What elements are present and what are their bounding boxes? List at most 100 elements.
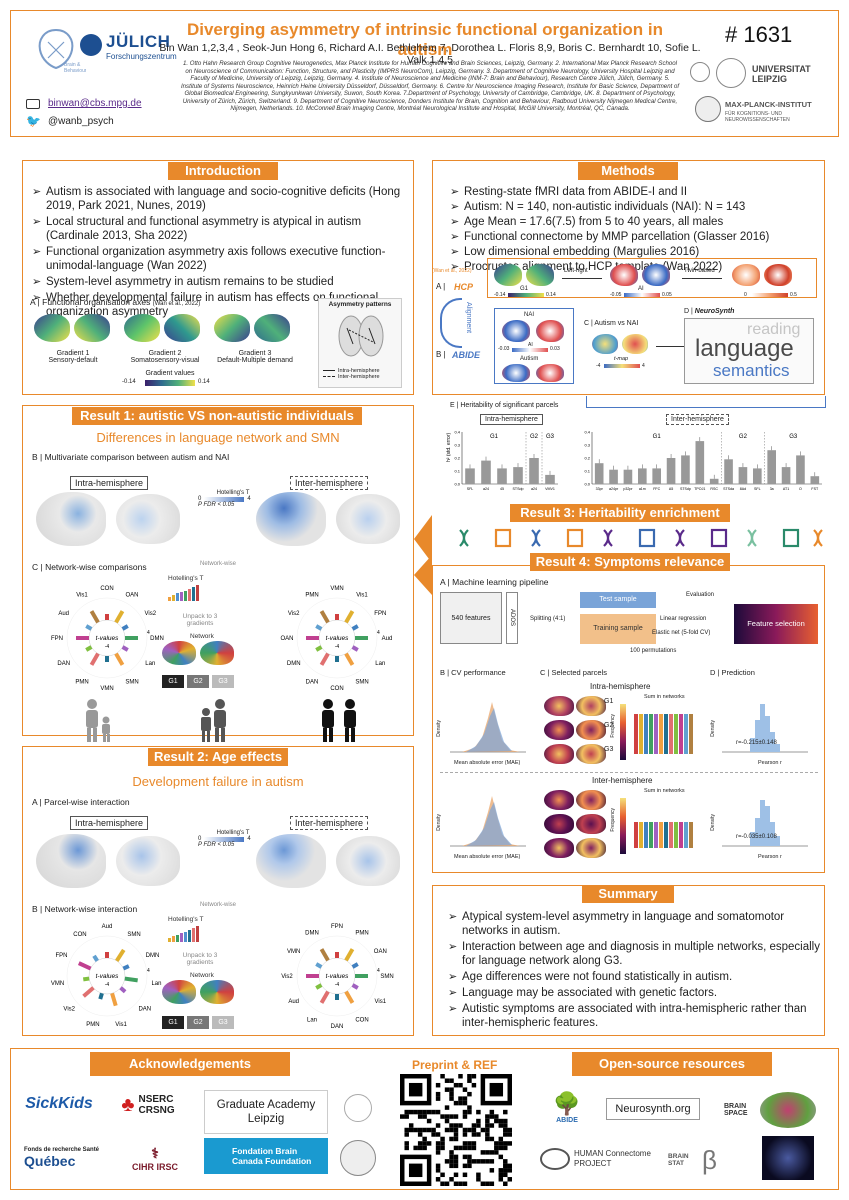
qr-module [417, 1132, 423, 1137]
methods-abide: ABIDE [452, 350, 481, 360]
r2-left-spoke [92, 954, 99, 962]
r4-g3-intra: G3 [604, 746, 614, 753]
qr-module [471, 1074, 477, 1079]
r2-network-label: Network [190, 972, 214, 979]
herit-intra-group-label: G3 [546, 434, 555, 440]
r1-left-net-label: FPN [51, 636, 63, 642]
r4-pred-hist-inter [722, 800, 808, 847]
r1-right-net-label: FPN [374, 611, 386, 617]
r2-right-net-label: Lan [307, 1017, 317, 1023]
r4-g1-intra: G1 [604, 698, 614, 705]
r4-parcels-intra: G1 G2 G3 [544, 694, 614, 770]
r1-left-spoke [114, 610, 125, 624]
r4-pearson-inter: Pearson r [758, 854, 782, 860]
qr-module [440, 1181, 445, 1186]
qr-module [453, 1136, 459, 1142]
qr-module [444, 1087, 450, 1092]
qr-module [489, 1181, 495, 1186]
r2-cb-max: 4 [247, 836, 251, 842]
herit-inter-bar [623, 469, 633, 484]
qr-module [422, 1136, 427, 1142]
gradient3-label: Gradient 3 Default-Multiple demand [210, 350, 300, 364]
herit-inter-xtick: O [799, 487, 802, 491]
r2-left-spoke [124, 976, 138, 983]
gradient1-title: Gradient 1 [56, 350, 90, 357]
email-row[interactable]: binwan@cbs.mpg.de [26, 98, 142, 109]
qr-module [404, 1109, 409, 1115]
r1-right-net-label: Lan [375, 661, 385, 667]
twitter-row[interactable]: 🐦 @wanb_psych [26, 115, 114, 127]
r1-inter-tag: Inter-hemisphere [290, 476, 369, 490]
legend-inter: Inter-hemisphere [338, 374, 380, 380]
qr-module [471, 1082, 477, 1088]
qr-module [462, 1087, 468, 1092]
methods-hcp: HCP [454, 282, 474, 292]
qr-module [435, 1123, 441, 1128]
r1-right-net-label: Vis1 [356, 593, 368, 599]
r1-left-net-label: SMN [125, 679, 138, 685]
family-icons [70, 696, 370, 744]
r2-left-net-label: PMN [86, 1022, 99, 1028]
qr-module [449, 1114, 454, 1119]
r2-hotelling-label: Hotelling's T [216, 830, 250, 836]
qr-module [431, 1132, 436, 1137]
r2-left-spoke [82, 986, 95, 998]
qr-module [458, 1082, 463, 1088]
r1-right-spoke [344, 610, 355, 624]
qr-module [467, 1163, 472, 1169]
qr-module [417, 1114, 423, 1119]
brainstat-logo: BRAIN STAT β [668, 1144, 717, 1175]
result3-icons [450, 526, 830, 550]
r1-pfdr: P FDR < 0.05 [198, 502, 235, 508]
qr-module [471, 1145, 477, 1151]
qr-module [467, 1105, 472, 1110]
r1-g2-button: G2 [187, 675, 209, 688]
r2-left-net-label: Lan [151, 981, 161, 987]
neurosynth-logo[interactable]: Neurosynth.org [606, 1098, 700, 1120]
qr-module [413, 1145, 418, 1151]
qr-module [449, 1127, 454, 1133]
herit-intra-bar [481, 460, 491, 484]
r1-g3-button: G3 [212, 675, 234, 688]
qr-code[interactable] [400, 1074, 512, 1186]
r2-mini-bars [168, 926, 199, 942]
qr-module [494, 1150, 499, 1155]
email-icon [26, 98, 40, 109]
qr-module [426, 1118, 432, 1124]
julich-sub: Forschungszentrum [106, 52, 177, 61]
qr-module [444, 1159, 450, 1164]
methods-bullet: Resting-state fMRI data from ABIDE-I and… [450, 185, 820, 199]
methods-twin: Twin-based [684, 268, 715, 274]
qr-module [404, 1141, 409, 1146]
r2-left-tmin: -4 [105, 982, 110, 988]
qr-module [449, 1096, 454, 1101]
hcp-text: HUMAN Connectome PROJECT [574, 1149, 651, 1168]
qr-module [453, 1100, 459, 1106]
qr-module [467, 1074, 472, 1079]
r4-pearson-intra: Pearson r [758, 760, 782, 766]
r1-network-graph: Hotelling's T Unpack to 3 gradients Netw… [162, 575, 242, 695]
gradient-colorbar: Gradient values -0.14 0.14 [120, 370, 220, 390]
methods-ai: AI [638, 286, 644, 292]
result2-title: Result 2: Age effects [148, 748, 288, 766]
r1-right-net-label: VMN [330, 586, 343, 592]
mpi-logo: MAX-PLANCK-INSTITUT FÜR KOGNITIONS- UND … [695, 96, 835, 132]
r1-left-tvalues: t-values [96, 635, 120, 642]
gradient3-title: Gradient 3 [238, 350, 272, 357]
r1-cb-min: 0 [198, 496, 202, 502]
r1-left-net-label: Vis2 [145, 611, 157, 617]
r4-mae-inter: Mean absolute error (MAE) [454, 854, 521, 860]
sickkids-text: SickKids [25, 1095, 93, 1112]
training-sample: Training sample [580, 614, 656, 644]
email-link[interactable]: binwan@cbs.mpg.de [48, 98, 142, 109]
methods-c: C | Autism vs NAI [584, 320, 639, 327]
herit-inter-xtick: a24pr [609, 487, 619, 491]
qr-module [404, 1114, 409, 1119]
r2-inter-tag: Inter-hemisphere [290, 816, 369, 830]
result1-subtitle: Differences in language network and SMN [96, 430, 340, 445]
qr-finder-core [408, 1082, 423, 1097]
r1-left-outer-ring [66, 597, 148, 679]
r2-right-tvalues: t-values [326, 973, 350, 980]
qr-module [498, 1177, 504, 1182]
result2-subtitle: Development failure in autism [132, 774, 304, 789]
